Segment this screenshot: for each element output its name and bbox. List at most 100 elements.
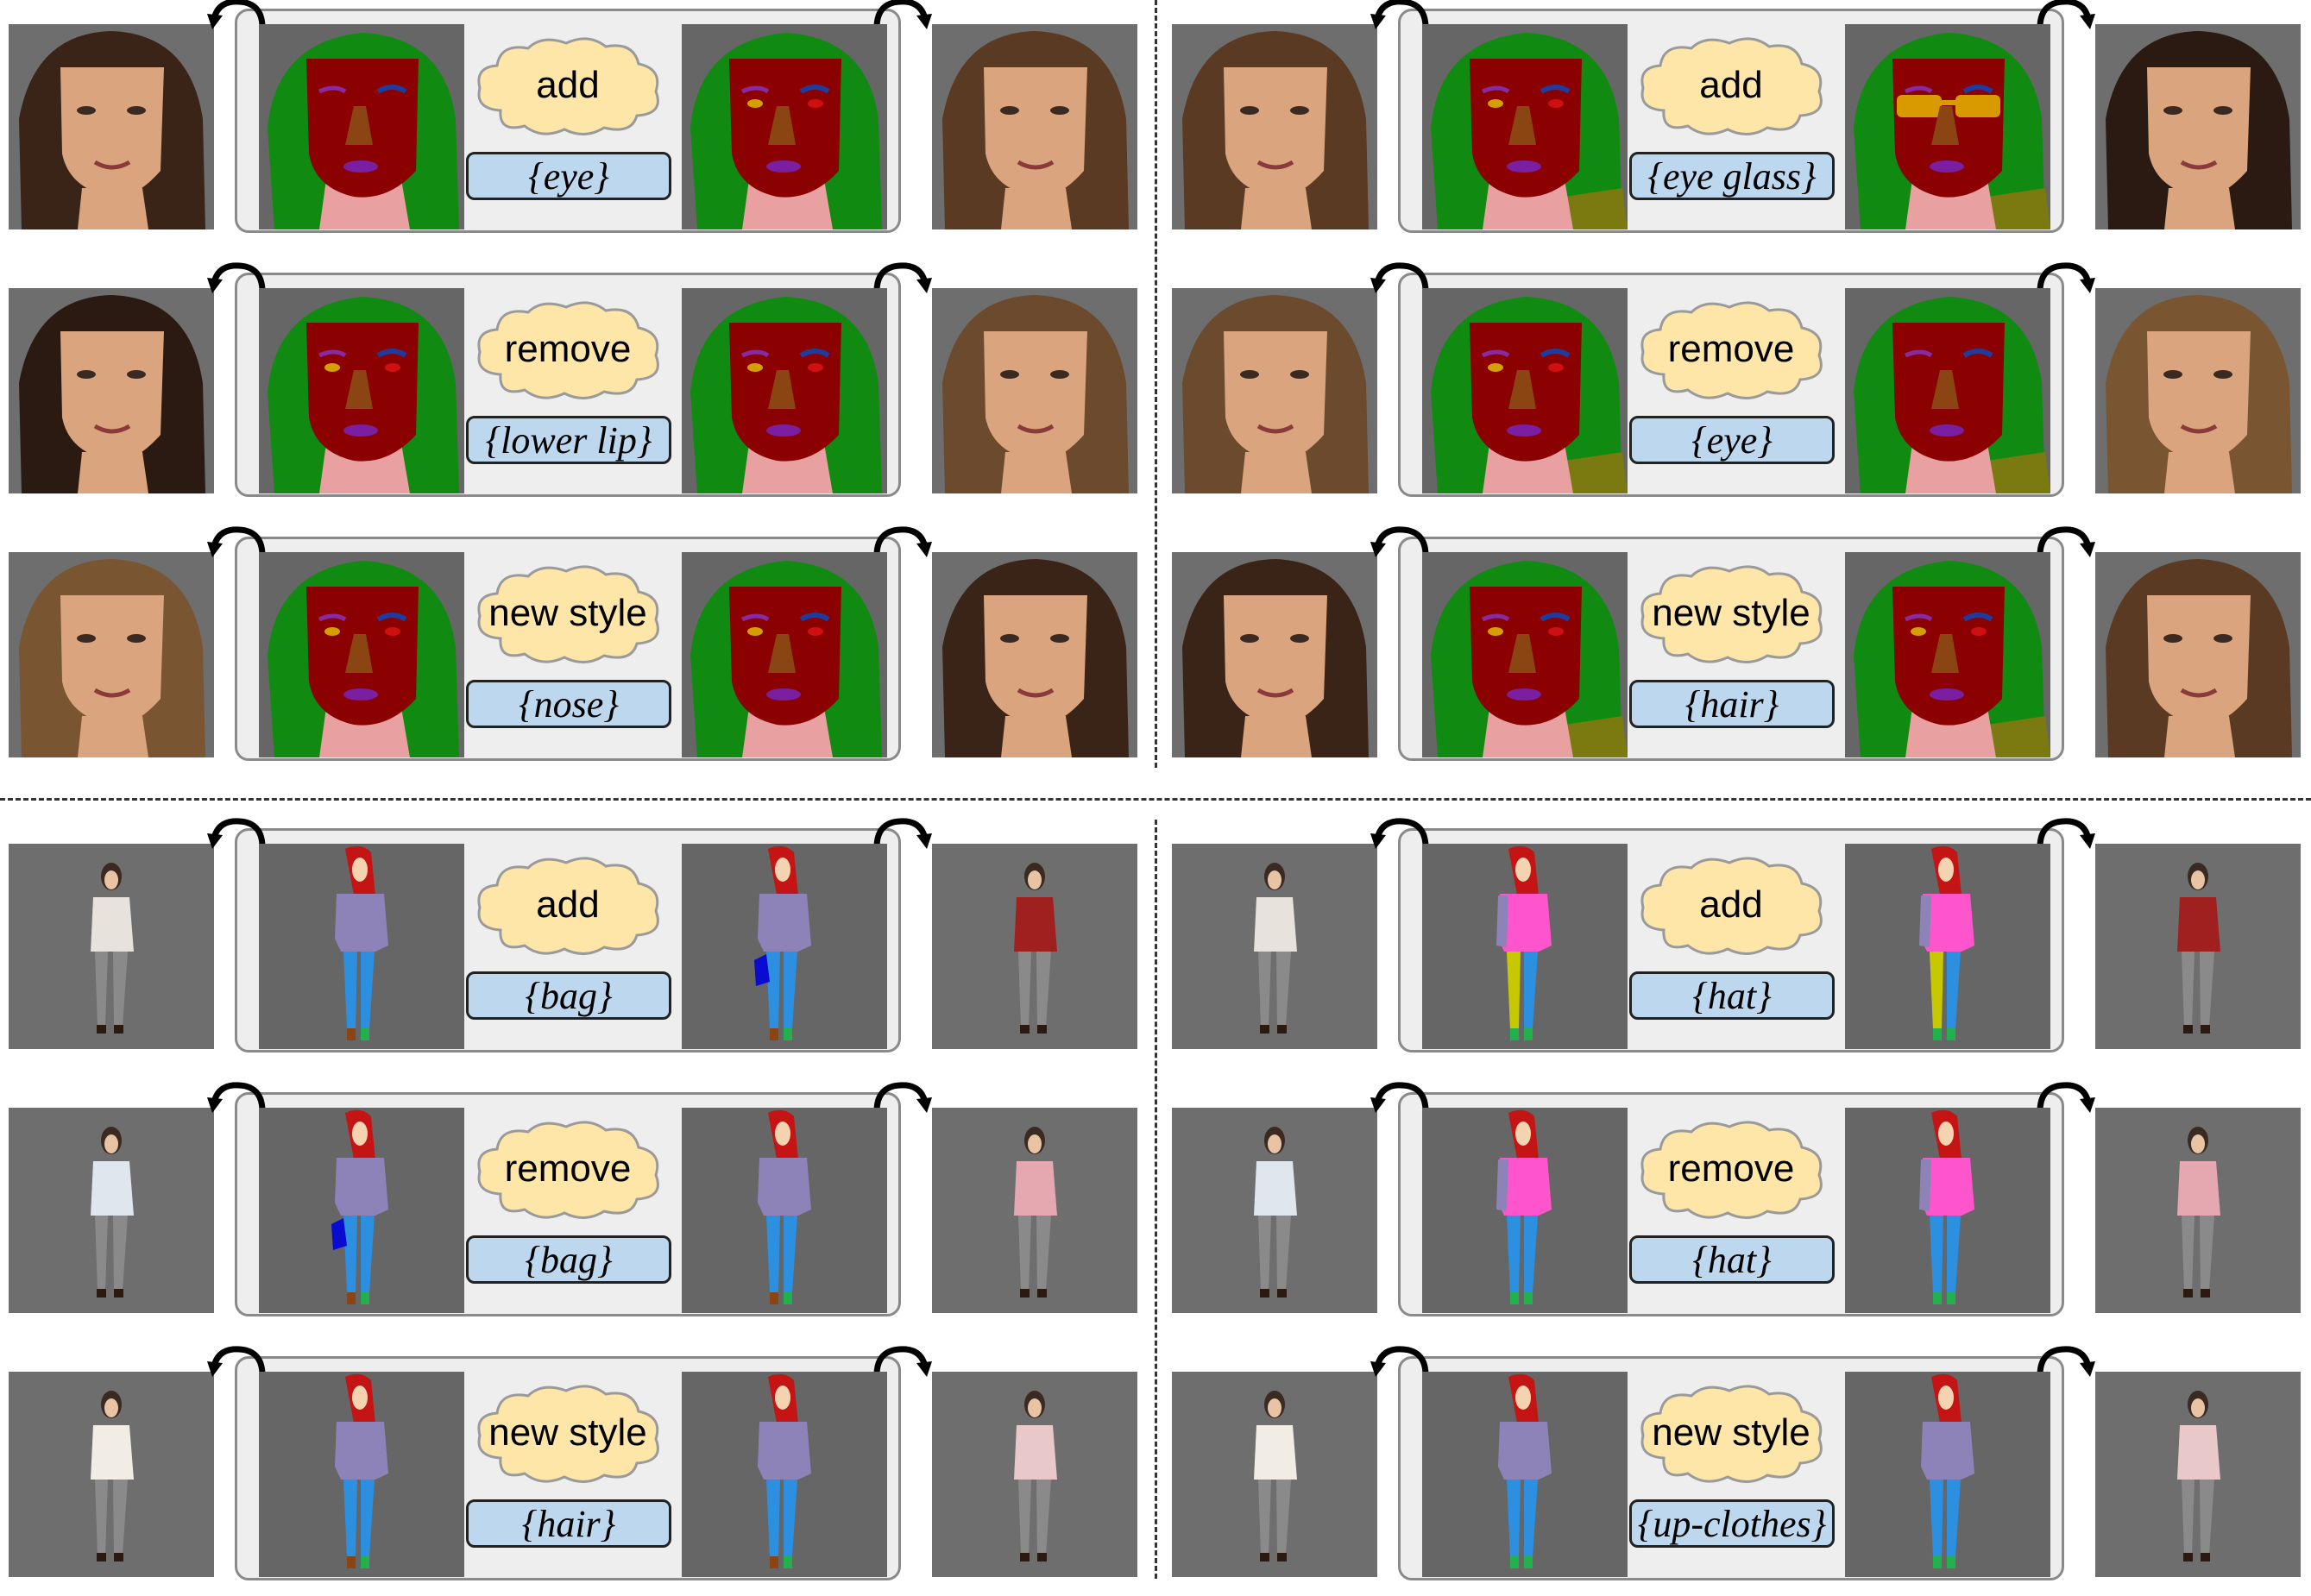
action-cloud: remove [471, 298, 664, 400]
action-cloud: remove [471, 1118, 664, 1220]
action-label: remove [1667, 328, 1795, 370]
curved-arrow-right-icon [2035, 262, 2095, 297]
body-input-image [9, 1372, 214, 1577]
curved-arrow-left-icon [1370, 526, 1431, 561]
action-label: new style [1652, 1411, 1810, 1454]
edited-segmentation-map [682, 1372, 887, 1577]
curved-arrow-right-icon [872, 526, 932, 561]
body-input-image [9, 1108, 214, 1313]
curved-arrow-left-icon [207, 0, 268, 33]
action-cloud: add [1634, 854, 1828, 956]
curved-arrow-right-icon [872, 1346, 932, 1380]
edited-segmentation-map [682, 24, 887, 229]
curved-arrow-right-icon [872, 0, 932, 33]
action-label: new style [488, 592, 647, 634]
edit-target-label: {hair} [466, 1499, 671, 1548]
curved-arrow-right-icon [2035, 818, 2095, 852]
edited-segmentation-map [1845, 552, 2050, 757]
edit-target-label: {nose} [466, 680, 671, 728]
edit-target-label: {eye glass} [1629, 152, 1835, 200]
input-segmentation-map [1422, 288, 1628, 493]
body-output-image [932, 844, 1137, 1049]
edit-target-label: {hair} [1629, 680, 1835, 728]
edit-target-label: {hat} [1629, 1235, 1835, 1284]
curved-arrow-left-icon [1370, 262, 1431, 297]
action-label: new style [488, 1411, 647, 1454]
action-cloud: new style [1634, 1382, 1828, 1484]
body-output-image [932, 1108, 1137, 1313]
vertical-divider-top [1155, 0, 1157, 768]
action-label: remove [504, 1147, 632, 1190]
edit-target-label: {bag} [466, 971, 671, 1020]
body-output-image [2095, 1372, 2301, 1577]
edited-segmentation-map [1845, 1372, 2050, 1577]
edit-target-label: {lower lip} [466, 416, 671, 464]
face-input-image [9, 552, 214, 757]
curved-arrow-left-icon [207, 526, 268, 561]
curved-arrow-right-icon [2035, 526, 2095, 561]
face-input-image [1172, 24, 1377, 229]
input-segmentation-map [259, 552, 464, 757]
action-cloud: add [471, 35, 664, 136]
input-segmentation-map [259, 288, 464, 493]
body-output-image [2095, 844, 2301, 1049]
body-input-image [1172, 1372, 1377, 1577]
edited-segmentation-map [682, 288, 887, 493]
face-input-image [9, 288, 214, 493]
body-input-image [1172, 844, 1377, 1049]
curved-arrow-left-icon [1370, 1082, 1431, 1116]
action-cloud: add [471, 854, 664, 956]
body-input-image [1172, 1108, 1377, 1313]
curved-arrow-right-icon [872, 818, 932, 852]
input-segmentation-map [259, 844, 464, 1049]
face-input-image [9, 24, 214, 229]
input-segmentation-map [1422, 1372, 1628, 1577]
face-output-image [932, 552, 1137, 757]
curved-arrow-left-icon [207, 1082, 268, 1116]
face-output-image [932, 24, 1137, 229]
action-cloud: new style [1634, 562, 1828, 664]
action-label: new style [1652, 592, 1810, 634]
input-segmentation-map [259, 1108, 464, 1313]
input-segmentation-map [1422, 1108, 1628, 1313]
action-label: remove [504, 328, 632, 370]
curved-arrow-right-icon [2035, 0, 2095, 33]
face-output-image [2095, 288, 2301, 493]
action-label: add [1699, 883, 1763, 926]
curved-arrow-left-icon [1370, 818, 1431, 852]
action-cloud: new style [471, 1382, 664, 1484]
action-cloud: remove [1634, 1118, 1828, 1220]
input-segmentation-map [259, 24, 464, 229]
vertical-divider-bottom [1155, 820, 1157, 1579]
horizontal-divider [0, 798, 2311, 801]
body-input-image [9, 844, 214, 1049]
face-input-image [1172, 552, 1377, 757]
action-label: remove [1667, 1147, 1795, 1190]
curved-arrow-right-icon [872, 1082, 932, 1116]
face-output-image [2095, 24, 2301, 229]
edited-segmentation-map [682, 844, 887, 1049]
action-label: add [536, 883, 600, 926]
input-segmentation-map [1422, 24, 1628, 229]
curved-arrow-right-icon [872, 262, 932, 297]
face-input-image [1172, 288, 1377, 493]
action-cloud: new style [471, 562, 664, 664]
curved-arrow-left-icon [1370, 0, 1431, 33]
curved-arrow-right-icon [2035, 1346, 2095, 1380]
action-label: add [536, 64, 600, 106]
edit-target-label: {up-clothes} [1629, 1499, 1835, 1548]
edited-segmentation-map [682, 552, 887, 757]
curved-arrow-left-icon [207, 262, 268, 297]
curved-arrow-left-icon [207, 1346, 268, 1380]
edited-segmentation-map [682, 1108, 887, 1313]
body-output-image [2095, 1108, 2301, 1313]
edited-segmentation-map [1845, 24, 2050, 229]
input-segmentation-map [1422, 552, 1628, 757]
edited-segmentation-map [1845, 288, 2050, 493]
action-cloud: remove [1634, 298, 1828, 400]
edit-target-label: {eye} [466, 152, 671, 200]
face-output-image [2095, 552, 2301, 757]
body-output-image [932, 1372, 1137, 1577]
curved-arrow-left-icon [1370, 1346, 1431, 1380]
